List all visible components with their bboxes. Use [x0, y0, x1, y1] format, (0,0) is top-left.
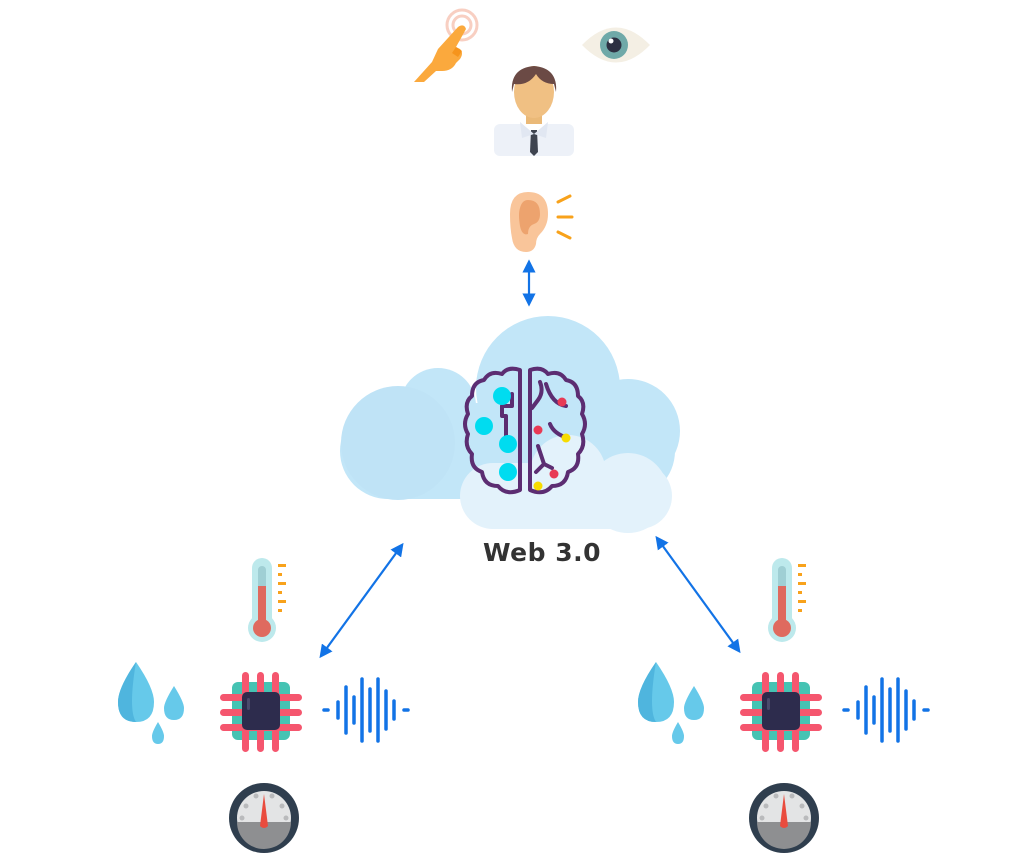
gauge-icon — [228, 782, 300, 854]
brain-icon — [462, 364, 588, 498]
eye-icon — [580, 20, 652, 70]
chip-icon — [740, 672, 822, 752]
center-label: Web 3.0 — [482, 538, 602, 567]
arrow-cloud-right-node — [655, 535, 741, 654]
ear-icon — [508, 190, 578, 254]
gauge-icon — [748, 782, 820, 854]
sound-wave-icon — [840, 675, 934, 745]
thermometer-icon — [246, 556, 296, 646]
thermometer-icon — [766, 556, 816, 646]
chip-icon — [220, 672, 302, 752]
sound-wave-icon — [320, 675, 414, 745]
person-icon — [492, 60, 576, 156]
touch-icon — [410, 5, 490, 85]
arrow-cloud-left-node — [319, 542, 404, 659]
water-drops-icon — [114, 660, 190, 746]
water-drops-icon — [634, 660, 710, 746]
